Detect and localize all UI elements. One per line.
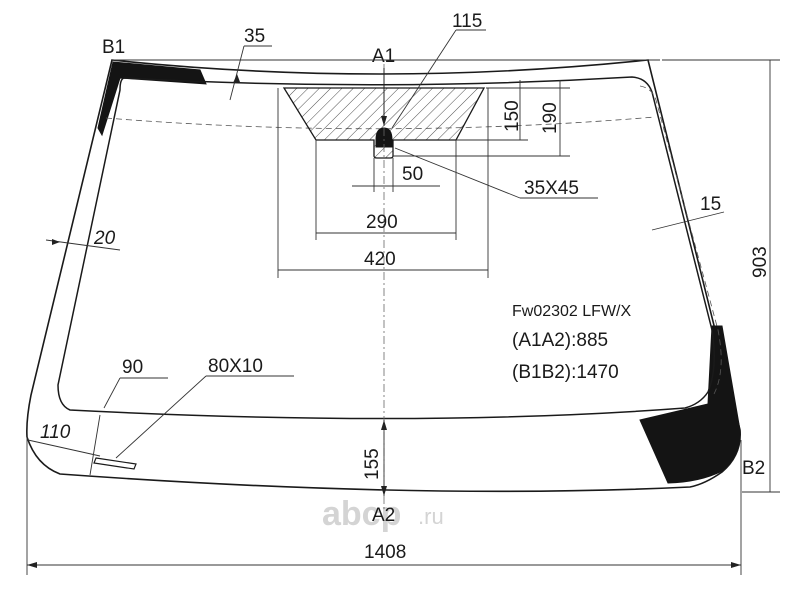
- windshield-outline: [26, 59, 741, 493]
- dim-80x10-text: 80X10: [208, 356, 263, 377]
- dim-50-text: 50: [402, 164, 423, 185]
- dim-110-text: 110: [40, 422, 71, 443]
- dim-110-ext: [89, 414, 101, 476]
- dim-150-text: 150: [502, 100, 523, 132]
- inner-dashed-right: [639, 85, 722, 395]
- point-b2-label: B2: [742, 458, 765, 479]
- point-a2-label: A2: [372, 505, 395, 526]
- print-inner-boundary: [57, 76, 715, 420]
- dim-80x10-leader: [115, 375, 207, 459]
- dim-15-text: 15: [700, 194, 721, 215]
- dim-35-arrow: [233, 74, 240, 83]
- dim-155-arrow-bottom: [381, 486, 387, 496]
- dim-1408-arrow-right: [731, 562, 741, 568]
- dim-35-text: 35: [244, 26, 265, 47]
- watermark-tld: .ru: [418, 504, 444, 529]
- dim-90-leader: [103, 377, 121, 409]
- dim-90-text: 90: [122, 357, 143, 378]
- dim-35x45-text: 35X45: [524, 178, 579, 199]
- dim-903-text: 903: [750, 246, 771, 278]
- part-code: Fw02302 LFW/X: [512, 303, 631, 320]
- point-a1-label: A1: [372, 46, 395, 67]
- dim-190-text: 190: [540, 102, 561, 134]
- watermark: abcp .ru: [322, 495, 444, 533]
- dim-35x45-leader: [394, 147, 521, 199]
- dim-155-arrow-top: [381, 420, 387, 430]
- frit-corner-bottom-right: [639, 325, 741, 484]
- dim-155-text: 155: [362, 448, 383, 480]
- dim-1408-text: 1408: [364, 542, 406, 563]
- dim-110-line: [27, 439, 101, 457]
- dim-420-text: 420: [364, 249, 396, 270]
- point-b1-label: B1: [102, 37, 125, 58]
- rain-sensor: [375, 127, 393, 148]
- dim-1408-arrow-left: [27, 562, 37, 568]
- watermark-brand: abcp: [322, 495, 401, 533]
- dim-15-line: [651, 211, 725, 231]
- a1a2-length: (A1A2):885: [512, 330, 608, 351]
- dim-35-leader: [229, 45, 245, 101]
- dim-20-text: 20: [93, 228, 116, 249]
- b1b2-length: (B1B2):1470: [512, 362, 619, 383]
- dim-115-leader: [391, 29, 457, 129]
- a1-arrow: [381, 116, 387, 126]
- dim-115-text: 115: [452, 11, 482, 32]
- vin-label-rect: [93, 457, 137, 470]
- dim-20-arrow: [52, 239, 60, 245]
- dim-290-text: 290: [366, 212, 398, 233]
